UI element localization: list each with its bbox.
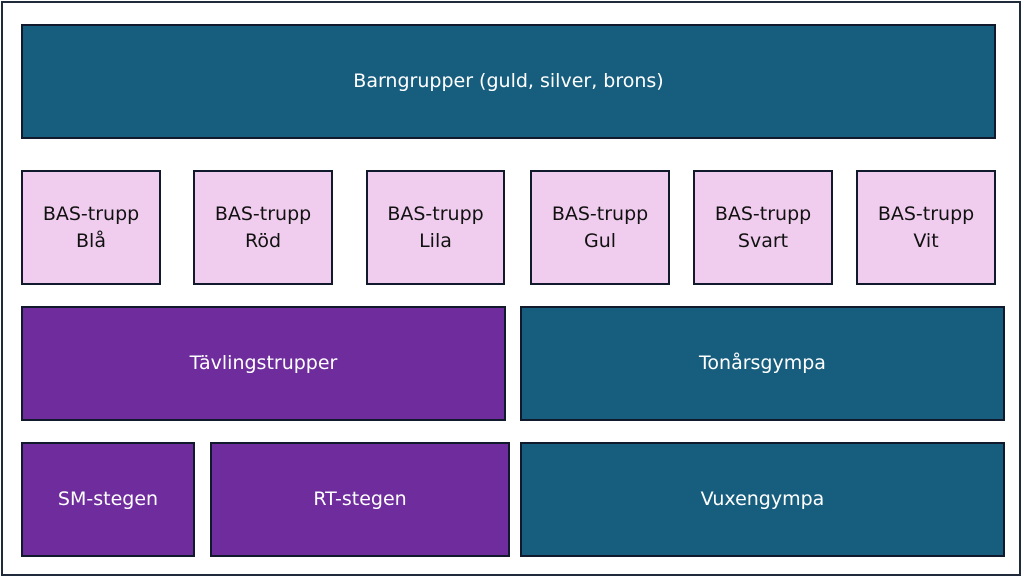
box-label: BAS-trupp	[714, 202, 812, 225]
box-label: BAS-trupp	[387, 202, 484, 225]
box-barngrupper: Barngrupper (guld, silver, brons)	[21, 24, 996, 139]
box-label: BAS-trupp	[214, 202, 312, 225]
box-label: Vit	[913, 229, 939, 252]
box-tavlingstrupper: Tävlingstrupper	[21, 306, 506, 421]
box-label: Gul	[583, 229, 617, 252]
box-label: BAS-trupp	[42, 202, 140, 225]
box-label: RT-stegen	[313, 488, 407, 510]
box-label: Barngrupper (guld, silver, brons)	[353, 70, 664, 92]
box-label: Blå	[76, 229, 106, 252]
box-label: Svart	[737, 229, 789, 252]
box-tonarsgympa: Tonårsgympa	[520, 306, 1005, 421]
box-label: Vuxengympa	[700, 488, 825, 510]
box-label: Tävlingstrupper	[189, 352, 338, 374]
box-label: Lila	[419, 229, 452, 252]
box-label: Röd	[244, 229, 282, 252]
box-sm-stegen: SM-stegen	[21, 442, 195, 557]
box-label: Tonårsgympa	[699, 352, 826, 374]
box-label: BAS-trupp	[551, 202, 649, 225]
box-label: BAS-trupp	[877, 202, 975, 225]
box-vuxengympa: Vuxengympa	[520, 442, 1005, 557]
box-label: SM-stegen	[57, 488, 159, 510]
box-rt-stegen: RT-stegen	[210, 442, 510, 557]
